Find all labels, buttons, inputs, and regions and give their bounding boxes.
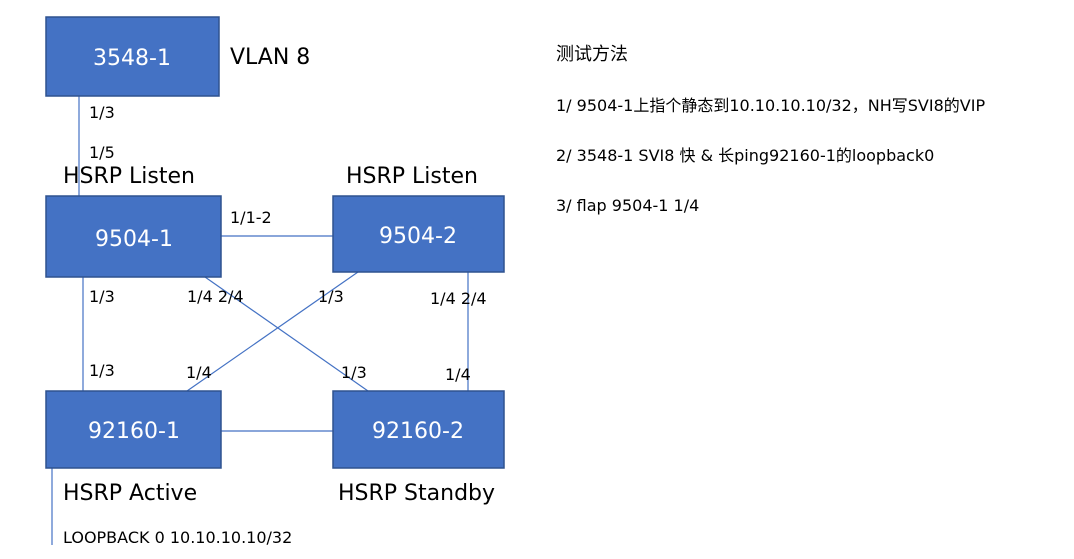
port-label-3548-1-3: 1/3 [89, 103, 115, 122]
port-label-92160-1-1-4: 1/4 [186, 363, 212, 382]
node-3548-1: 3548-1 [45, 16, 220, 97]
hsrp-standby-label: HSRP Standby [338, 481, 495, 506]
port-label-9504-1-cross: 1/4 2/4 [187, 287, 244, 306]
notes-step-1: 1/ 9504-1上指个静态到10.10.10.10/32，NH写SVI8的VI… [556, 96, 985, 115]
port-label-9504-1-1-1-2: 1/1-2 [230, 208, 272, 227]
hsrp-listen-label-9504-2: HSRP Listen [346, 164, 478, 189]
notes-step-2: 2/ 3548-1 SVI8 快 & 长ping92160-1的loopback… [556, 146, 934, 165]
hsrp-active-label: HSRP Active [63, 481, 197, 506]
port-label-92160-1-1-3: 1/3 [89, 361, 115, 380]
port-label-92160-2-1-4: 1/4 [445, 365, 471, 384]
node-92160-1-label: 92160-1 [88, 419, 180, 444]
vlan-label: VLAN 8 [230, 45, 310, 70]
port-label-9504-1-1-3: 1/3 [89, 287, 115, 306]
loopback-label: LOOPBACK 0 10.10.10.10/32 [63, 528, 292, 547]
node-9504-1: 9504-1 [45, 195, 222, 278]
node-9504-2: 9504-2 [332, 195, 505, 273]
port-label-9504-2-down: 1/4 2/4 [430, 289, 487, 308]
port-label-9504-2-1-3: 1/3 [318, 287, 344, 306]
link-9504-1-to-92160-2 [204, 276, 369, 392]
node-9504-2-label: 9504-2 [379, 224, 457, 249]
link-9504-2-to-92160-1 [186, 271, 359, 392]
notes-step-3: 3/ flap 9504-1 1/4 [556, 196, 699, 215]
node-9504-1-label: 9504-1 [95, 227, 173, 252]
node-92160-2: 92160-2 [332, 390, 505, 469]
node-3548-1-label: 3548-1 [93, 46, 171, 71]
notes-title: 测试方法 [556, 44, 628, 65]
node-92160-2-label: 92160-2 [372, 419, 464, 444]
node-92160-1: 92160-1 [45, 390, 222, 469]
port-label-92160-2-1-3: 1/3 [341, 363, 367, 382]
port-label-9504-1-1-5: 1/5 [89, 143, 115, 162]
hsrp-listen-label-9504-1: HSRP Listen [63, 164, 195, 189]
